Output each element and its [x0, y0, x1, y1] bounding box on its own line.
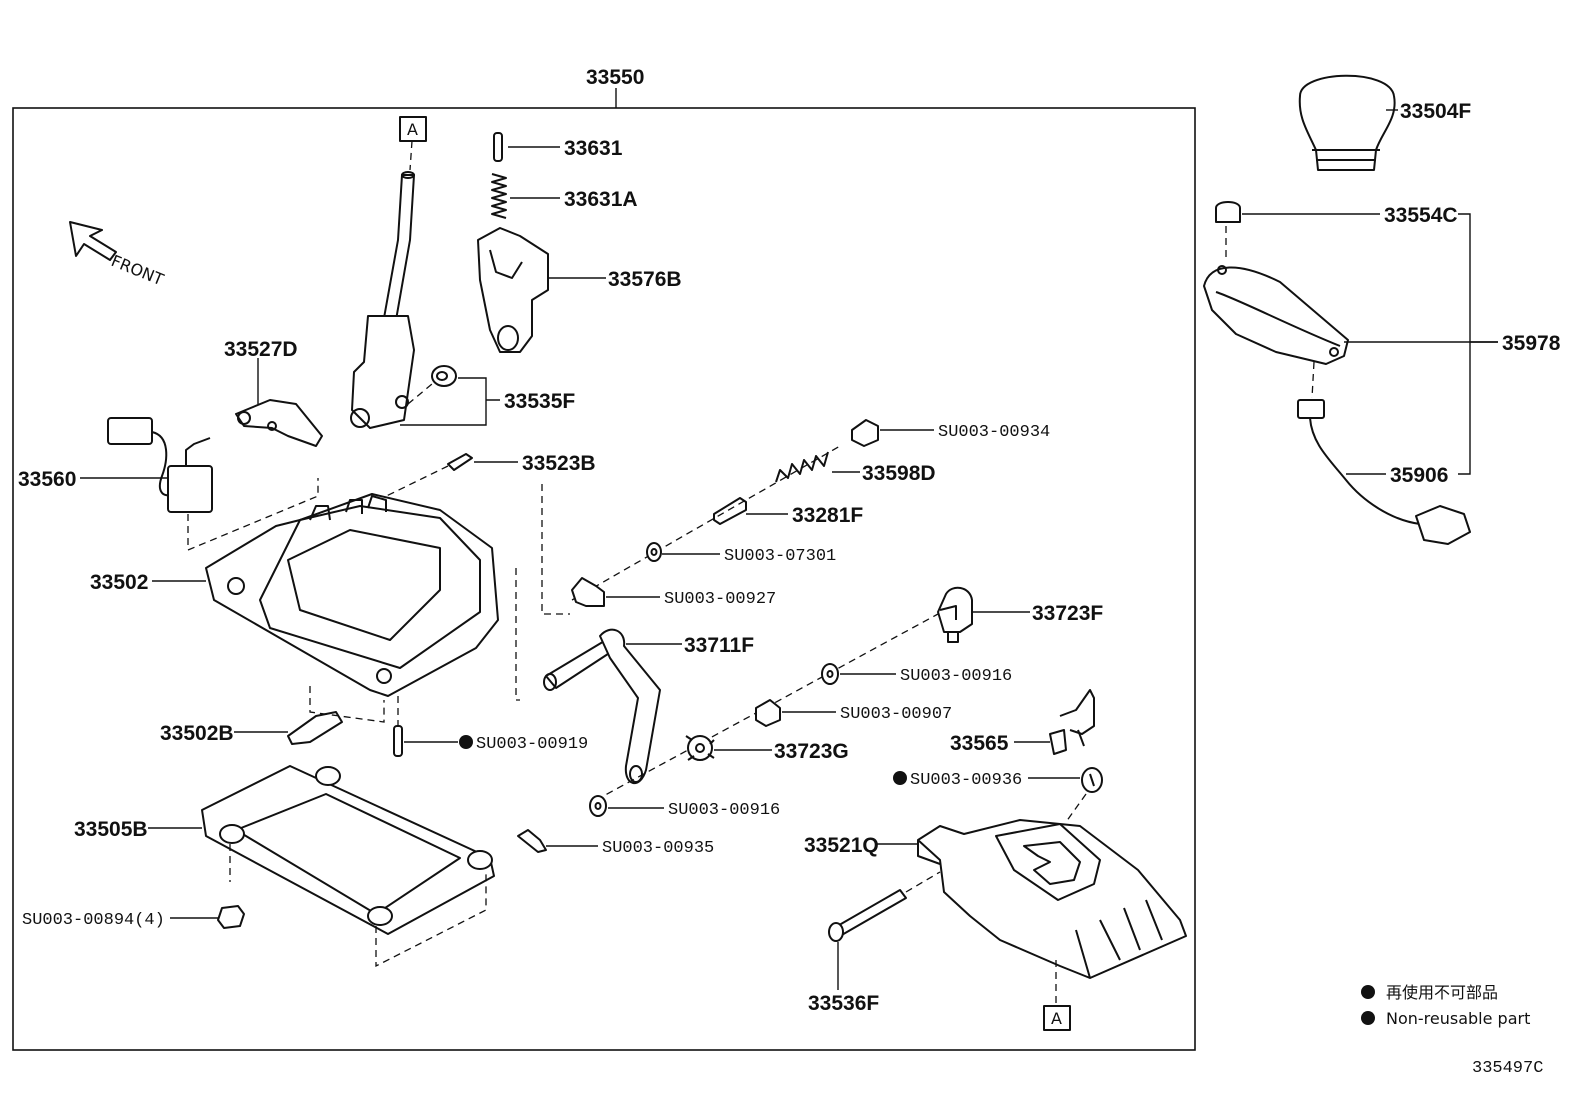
pin-33523b	[447, 453, 473, 471]
label-33723g: 33723G	[774, 740, 849, 763]
legend-en: Non-reusable part	[1386, 1009, 1530, 1028]
lock-lever-33527d	[235, 399, 323, 447]
label-33527d: 33527D	[224, 338, 298, 361]
base-33502	[205, 493, 499, 697]
clip-su00894	[217, 905, 245, 929]
harness-35906	[1297, 399, 1471, 545]
detent-33723g	[685, 735, 715, 761]
knob-33504f	[1298, 74, 1396, 171]
pin-su00919	[393, 725, 403, 757]
label-33502b: 33502B	[160, 722, 234, 745]
rod-33631	[493, 132, 503, 162]
plunger-33281f	[713, 497, 747, 525]
label-33711f: 33711F	[684, 634, 754, 657]
label-33505b: 33505B	[74, 818, 148, 841]
clip-su00936	[1081, 767, 1103, 793]
label-33535f: 33535F	[504, 390, 575, 413]
bolt-33536f	[828, 889, 907, 942]
label-33550: 33550	[586, 66, 644, 89]
label-33565: 33565	[950, 732, 1009, 755]
label-33560: 33560	[18, 468, 76, 491]
legend-dot-en	[1361, 1011, 1375, 1025]
label-33536f: 33536F	[808, 992, 879, 1015]
ref-a-bottom-label: A	[1051, 1009, 1062, 1028]
label-33723f: 33723F	[1032, 602, 1103, 625]
label-su00916a: SU003-00916	[900, 667, 1012, 686]
pin-su00935	[517, 829, 547, 853]
label-33576b: 33576B	[608, 268, 682, 291]
ref-box-a-top	[399, 116, 427, 142]
label-su00907: SU003-00907	[840, 705, 952, 724]
legend-jp: 再使用不可部品	[1386, 983, 1498, 1002]
ref-box-a-bottom	[1043, 1005, 1071, 1031]
label-su00934: SU003-00934	[938, 423, 1050, 442]
label-33631: 33631	[564, 137, 623, 160]
label-33502: 33502	[90, 571, 148, 594]
gasket-33505b	[201, 765, 495, 935]
label-33631a: 33631A	[564, 188, 638, 211]
front-label: FRONT	[109, 251, 167, 289]
collar-su00907	[755, 699, 781, 727]
shift-lever-rod	[350, 171, 415, 429]
label-33554c: 33554C	[1384, 204, 1458, 227]
label-33504f: 33504F	[1400, 100, 1471, 123]
cap-su00934	[851, 419, 879, 447]
bracket-33723f	[937, 586, 973, 643]
label-su00919: SU003-00919	[476, 735, 588, 754]
label-35978: 35978	[1502, 332, 1561, 355]
label-33523b: 33523B	[522, 452, 596, 475]
label-33598d: 33598D	[862, 462, 936, 485]
seal-33502b	[287, 711, 343, 745]
label-35906: 35906	[1390, 464, 1448, 487]
bushing-33535f	[431, 365, 457, 387]
washer-su00916b	[589, 795, 607, 817]
housing-33521q	[917, 819, 1187, 979]
ref-a-top-label: A	[407, 120, 418, 139]
label-su00935: SU003-00935	[602, 839, 714, 858]
front-arrow-icon	[69, 221, 117, 261]
link-lever-33711f	[543, 628, 661, 784]
solenoid-33560	[107, 417, 213, 513]
assembly-frame	[12, 107, 1196, 1051]
lever-bracket-33576b	[477, 227, 549, 353]
spring-33598d	[775, 451, 829, 483]
spring-33631a	[491, 173, 507, 219]
washer-su07301	[646, 542, 662, 562]
non-reusable-dot-00936	[893, 771, 907, 785]
label-su00894: SU003-00894(4)	[22, 911, 165, 930]
washer-su00916a	[821, 663, 839, 685]
label-su00916b: SU003-00916	[668, 801, 780, 820]
label-su07301: SU003-07301	[724, 547, 836, 566]
indicator-35978	[1203, 265, 1349, 365]
cap-33554c	[1215, 201, 1241, 223]
legend-dot-jp	[1361, 985, 1375, 999]
label-33281f: 33281F	[792, 504, 863, 527]
label-33521q: 33521Q	[804, 834, 879, 857]
label-su00927: SU003-00927	[664, 590, 776, 609]
switch-33565	[1049, 689, 1095, 755]
non-reusable-dot-00919	[459, 735, 473, 749]
clip-su00927	[571, 577, 605, 607]
diagram-code: 335497C	[1472, 1059, 1543, 1078]
label-su00936: SU003-00936	[910, 771, 1022, 790]
